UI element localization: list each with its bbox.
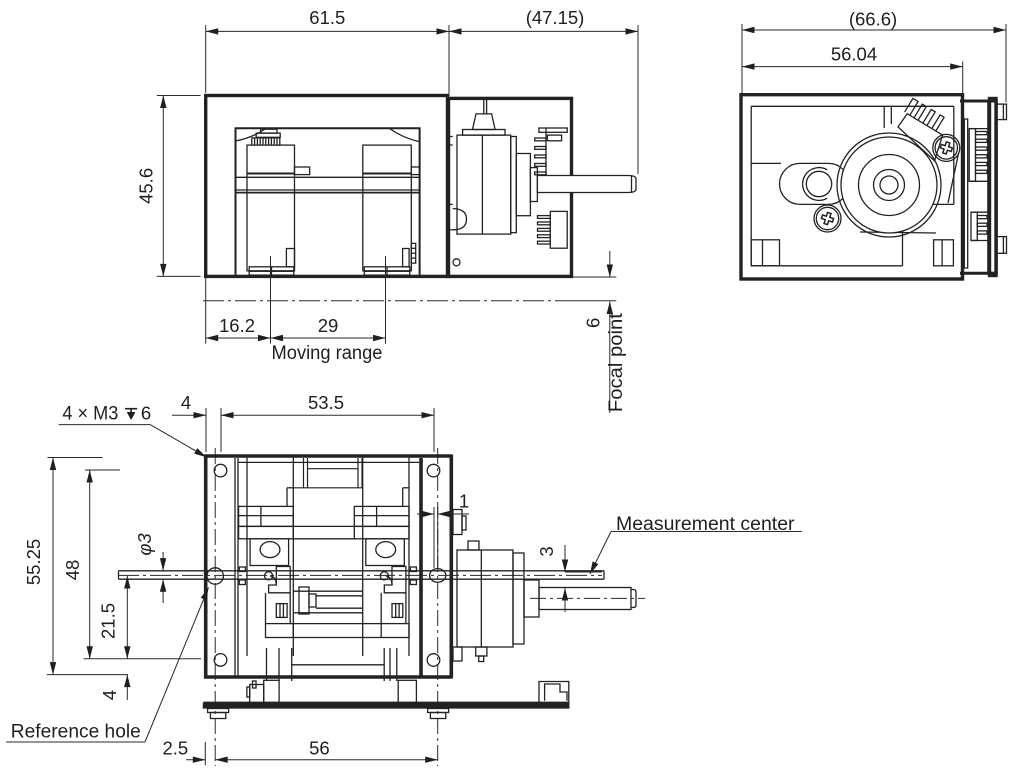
svg-text:55.25: 55.25 [23,539,44,585]
svg-text:Reference hole: Reference hole [11,722,141,743]
svg-text:1: 1 [459,491,469,512]
svg-text:Moving range: Moving range [272,343,383,364]
svg-text:(66.6): (66.6) [849,9,897,30]
svg-text:6: 6 [141,403,151,424]
svg-text:4: 4 [99,690,120,700]
svg-text:Measurement center: Measurement center [616,514,795,535]
svg-text:2.5: 2.5 [162,738,188,759]
svg-text:53.5: 53.5 [308,392,344,413]
svg-text:16.2: 16.2 [219,315,255,336]
svg-text:Focal point: Focal point [606,312,627,412]
svg-text:61.5: 61.5 [309,7,345,28]
svg-text:56.04: 56.04 [831,44,877,65]
svg-text:4: 4 [181,392,191,413]
svg-text:29: 29 [318,315,339,336]
svg-text:3: 3 [536,546,557,556]
svg-text:48: 48 [62,560,83,581]
svg-text:6: 6 [582,318,603,328]
svg-text:4 × M3: 4 × M3 [62,404,118,425]
svg-text:56: 56 [309,738,330,759]
svg-text:21.5: 21.5 [98,603,119,639]
svg-text:45.6: 45.6 [136,168,157,204]
svg-text:(47.15): (47.15) [526,7,585,28]
svg-text:φ3: φ3 [134,533,155,556]
